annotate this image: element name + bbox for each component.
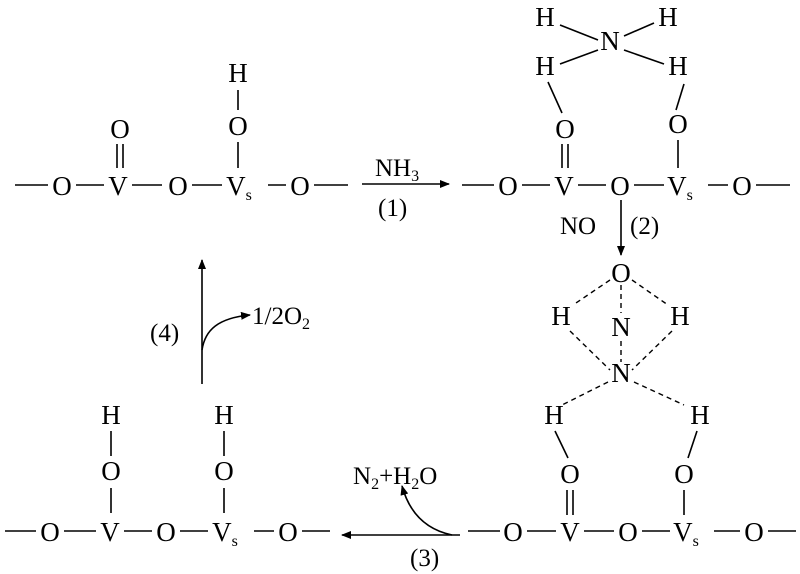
atom-n: N (600, 26, 620, 56)
atom-o: O (560, 459, 580, 489)
atom-h: H (690, 400, 710, 430)
step3-arrow-group: N2+H2O (3) (341, 463, 460, 572)
atom-h: H (214, 400, 234, 430)
structure-nh3-adsorbed: O V O Vs O O O H H H N H (462, 2, 790, 204)
atom-h: H (668, 51, 688, 81)
step4-arrow-group: 1/2O2 (4) (150, 259, 310, 384)
atom-h: H (670, 301, 690, 331)
atom-o: O (611, 258, 631, 288)
atom-v: V (100, 517, 120, 547)
atom-o: O (555, 114, 575, 144)
release-arrow (400, 485, 453, 536)
atom-o: O (618, 517, 638, 547)
atom-h: H (101, 400, 121, 430)
atom-vs: Vs (212, 517, 238, 550)
atom-o: O (610, 171, 630, 201)
atom-h: H (544, 400, 564, 430)
step3-label: (3) (410, 545, 439, 572)
step2-label: (2) (630, 213, 659, 240)
atom-o: O (290, 171, 310, 201)
o2-release-arrow (201, 311, 251, 351)
structure-hydroxylated-site: H O H O O V O Vs O (5, 400, 330, 550)
reagent-half-o2: 1/2O2 (252, 303, 310, 333)
structure-reduced-site: H H O O O V O Vs O (468, 400, 796, 550)
atom-o: O (744, 517, 764, 547)
product-n2-h2o: N2+H2O (353, 463, 437, 493)
atom-o: O (110, 114, 130, 144)
atom-o: O (278, 517, 298, 547)
step1-arrow-group: NH3 (1) (362, 155, 450, 222)
atom-h: H (535, 51, 555, 81)
atom-o: O (503, 517, 523, 547)
atom-h: H (551, 301, 571, 331)
step2-arrow-group: NO (2) (560, 200, 659, 256)
atom-o: O (498, 171, 518, 201)
atom-n: N (611, 312, 631, 342)
atom-v: V (560, 517, 580, 547)
step4-label: (4) (150, 320, 179, 347)
reagent-nh3: NH3 (375, 155, 419, 185)
structure-initial-site: O V O Vs O O O H (15, 58, 348, 204)
atom-o: O (668, 109, 688, 139)
atom-v: V (108, 171, 128, 201)
atom-vs: Vs (673, 517, 699, 550)
atom-h: H (658, 2, 678, 32)
atom-vs: Vs (226, 171, 252, 204)
atom-o: O (40, 517, 60, 547)
atom-n: N (611, 358, 631, 388)
atom-v: V (554, 171, 574, 201)
atom-o: O (674, 459, 694, 489)
intermediate-complex: O H H N N (551, 258, 690, 406)
atom-h: H (228, 58, 248, 88)
reagent-no: NO (560, 213, 596, 240)
atom-h: H (535, 2, 555, 32)
atom-o: O (214, 456, 234, 486)
atom-o: O (156, 517, 176, 547)
atom-o: O (101, 456, 121, 486)
step1-label: (1) (378, 195, 407, 222)
atom-o: O (168, 171, 188, 201)
atom-o: O (52, 171, 72, 201)
atom-o: O (732, 171, 752, 201)
atom-o: O (228, 111, 248, 141)
atom-vs: Vs (667, 171, 693, 204)
